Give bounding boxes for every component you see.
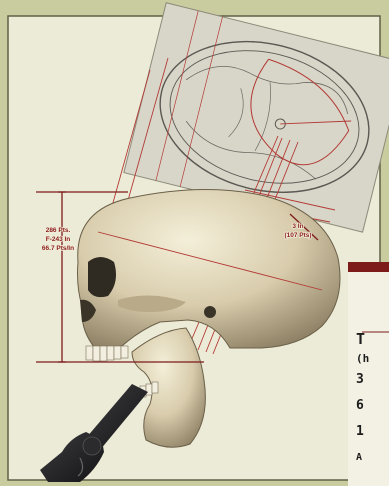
side-panel-title: T (356, 330, 365, 348)
depth-label-1: 3 In (292, 223, 303, 230)
side-panel-line-6: A (356, 452, 362, 463)
height-label-2: F-243 In (46, 236, 71, 243)
side-panel-line-3: 3 (356, 372, 364, 387)
depth-label-2: (107 Pts) (284, 232, 311, 239)
side-panel-line-2: (h (356, 352, 369, 365)
side-panel (348, 262, 389, 486)
height-label-3: 66.7 Pts/In (42, 245, 74, 252)
height-label-1: 286 Pts. (46, 227, 71, 234)
height-measurement: 286 Pts. F-243 In 66.7 Pts/In (42, 227, 74, 252)
side-panel-line-5: 1 (356, 424, 364, 439)
side-panel-line-4: 6 (356, 398, 364, 413)
